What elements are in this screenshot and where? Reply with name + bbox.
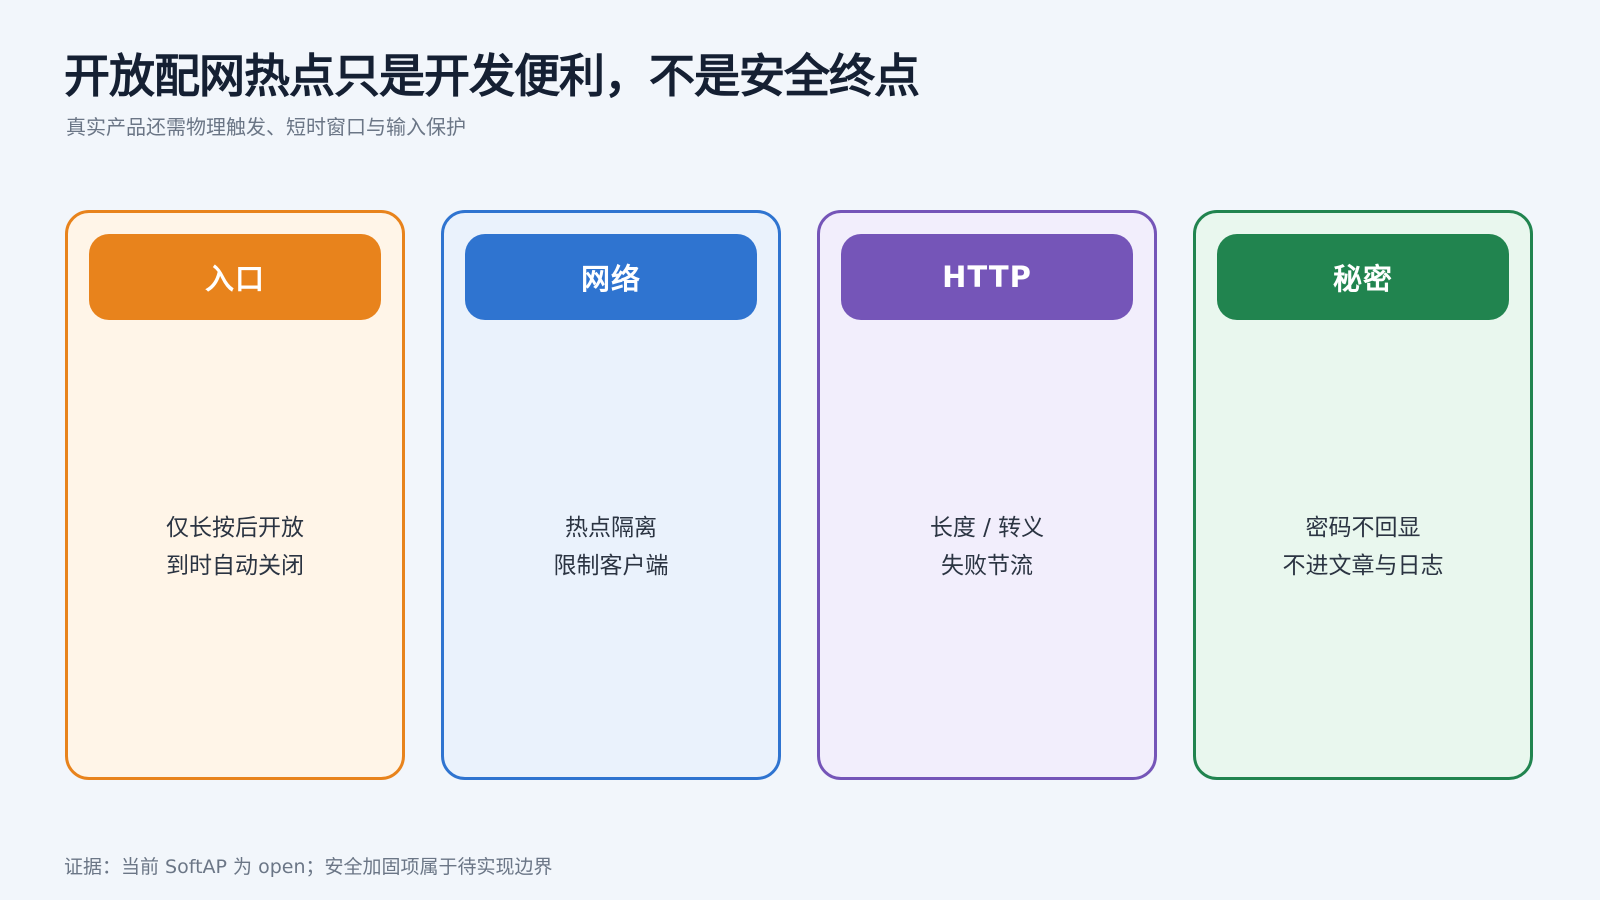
card-line: 密码不回显 (1305, 515, 1421, 541)
card-header: 秘密 (1217, 234, 1509, 320)
card-body: 长度 / 转义 失败节流 (820, 509, 1154, 585)
card-header: HTTP (841, 234, 1133, 320)
card-secret: 秘密 密码不回显 不进文章与日志 (1193, 210, 1533, 780)
card-body: 热点隔离 限制客户端 (444, 509, 778, 585)
card-line: 到时自动关闭 (166, 553, 304, 579)
card-header: 入口 (89, 234, 381, 320)
card-row: 入口 仅长按后开放 到时自动关闭 网络 热点隔离 限制客户端 HTTP 长度 /… (65, 210, 1539, 786)
card-line: 长度 / 转义 (929, 515, 1045, 541)
card-body: 仅长按后开放 到时自动关闭 (68, 509, 402, 585)
card-network: 网络 热点隔离 限制客户端 (441, 210, 781, 780)
card-header: 网络 (465, 234, 757, 320)
card-line: 热点隔离 (565, 515, 657, 541)
card-line: 仅长按后开放 (166, 515, 304, 541)
card-line: 失败节流 (941, 553, 1033, 579)
evidence-footnote: 证据：当前 SoftAP 为 open；安全加固项属于待实现边界 (64, 856, 553, 878)
card-line: 限制客户端 (553, 553, 669, 579)
page-subtitle: 真实产品还需物理触发、短时窗口与输入保护 (66, 115, 466, 139)
card-line: 不进文章与日志 (1282, 553, 1444, 579)
card-http: HTTP 长度 / 转义 失败节流 (817, 210, 1157, 780)
card-entry: 入口 仅长按后开放 到时自动关闭 (65, 210, 405, 780)
page-title: 开放配网热点只是开发便利，不是安全终点 (64, 49, 920, 103)
card-body: 密码不回显 不进文章与日志 (1196, 509, 1530, 585)
